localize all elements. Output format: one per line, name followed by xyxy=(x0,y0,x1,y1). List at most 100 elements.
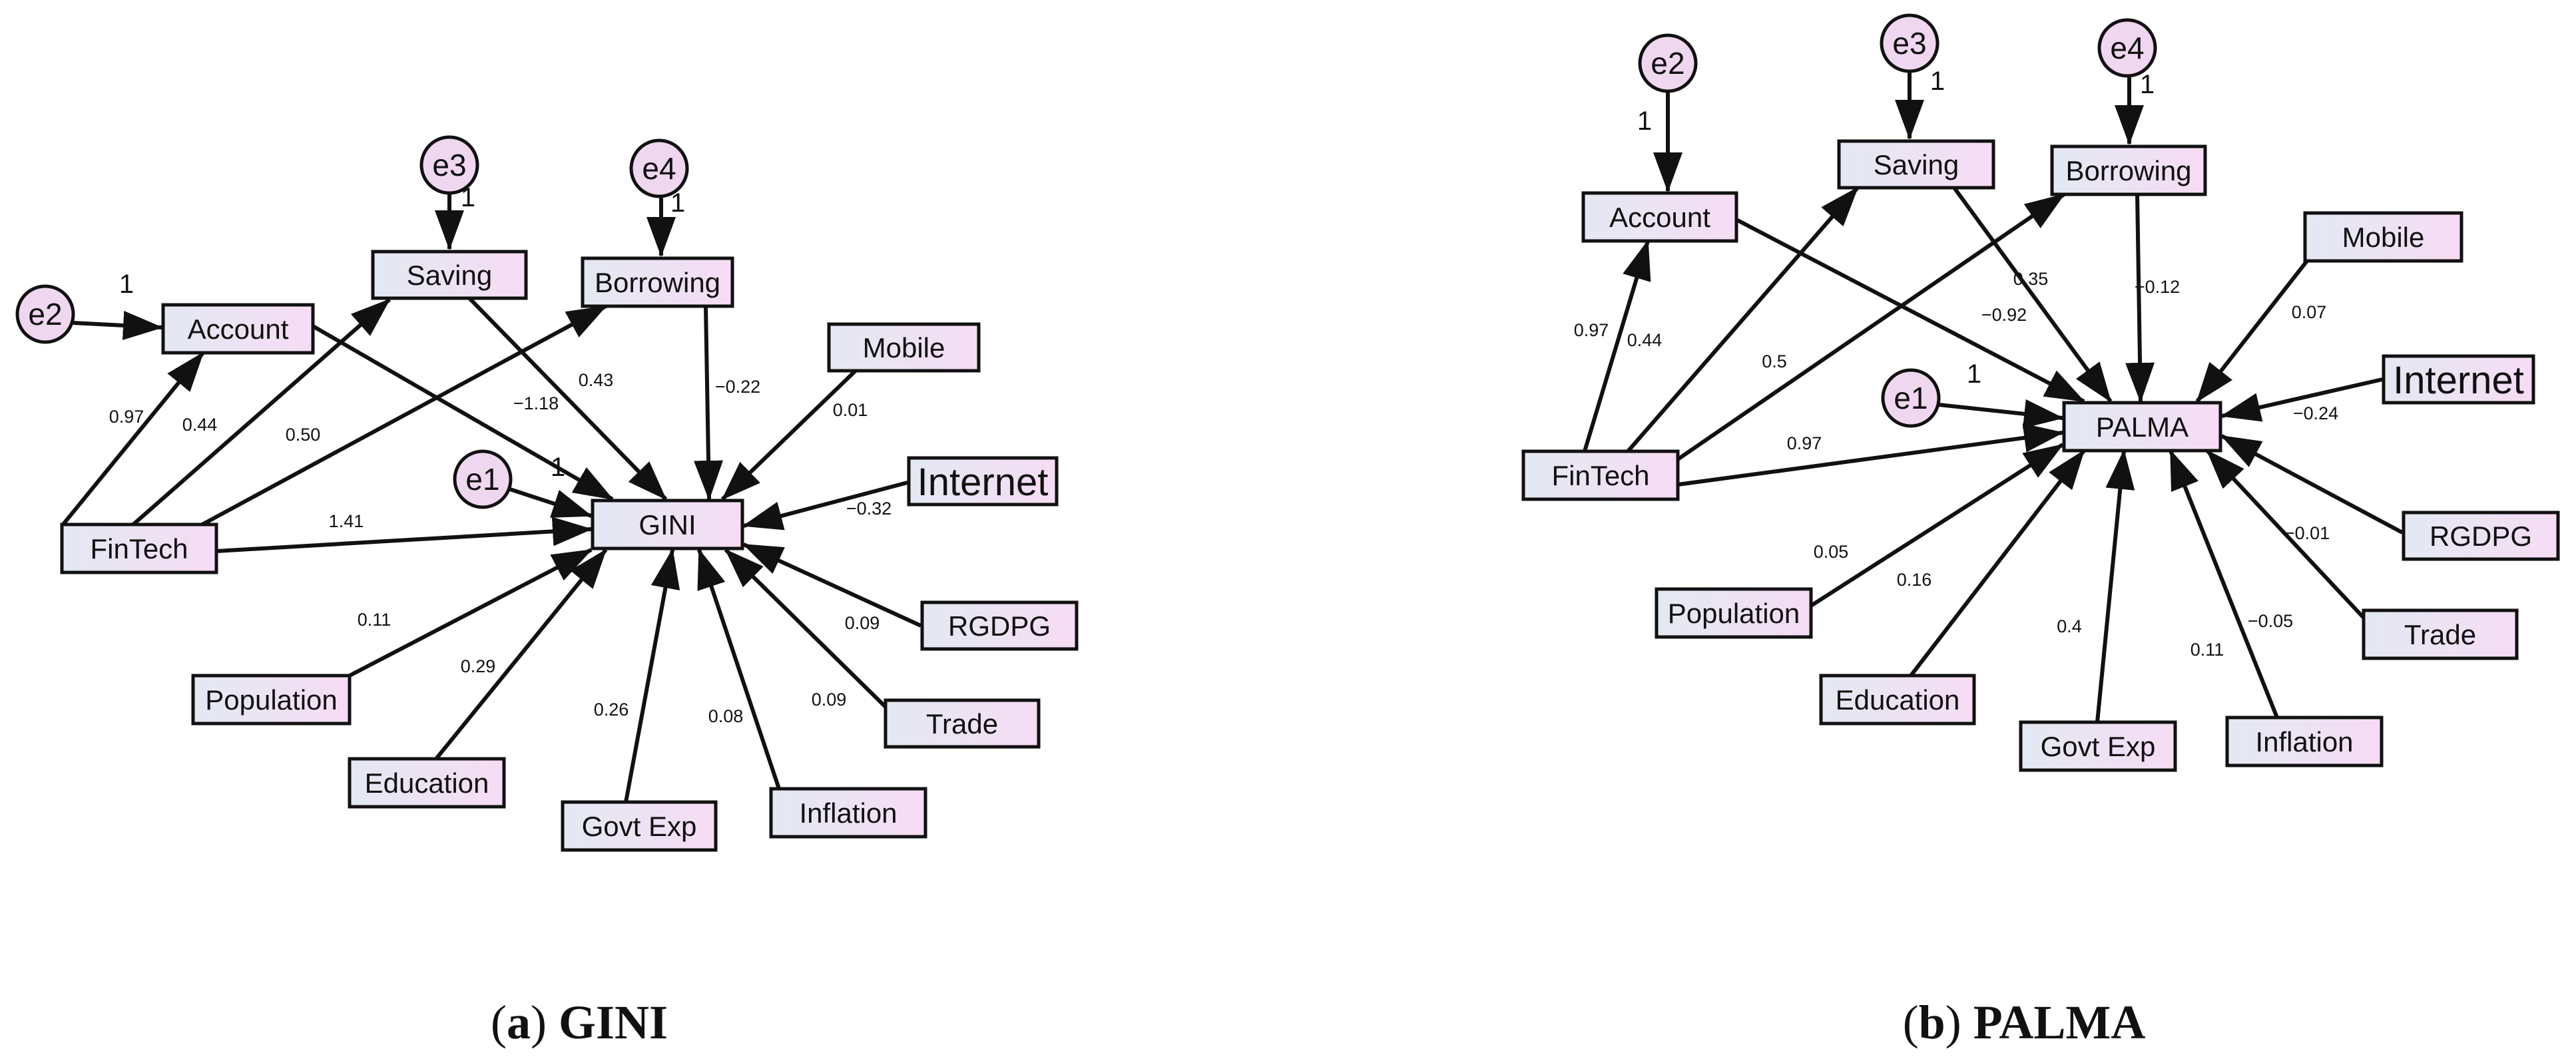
variable-label: Saving xyxy=(407,260,492,291)
coefficient-saving-to-outcome: 0.43 xyxy=(579,370,614,390)
variable-rgdpg: RGDPG xyxy=(2402,511,2560,561)
error-circle xyxy=(1638,33,1698,93)
variable-box xyxy=(371,250,528,300)
variable-box xyxy=(60,523,218,574)
panel-caption: (b) PALMA xyxy=(1903,996,2146,1049)
variable-label: Population xyxy=(1668,598,1800,629)
path-arrow-internet-to-outcome xyxy=(742,481,908,530)
error-term-e4: e41 xyxy=(629,138,689,218)
variable-box xyxy=(2050,144,2207,196)
coefficient-rgdpg-to-outcome: −0.01 xyxy=(2284,523,2330,543)
variable-box xyxy=(561,800,718,852)
error-label: e1 xyxy=(1894,381,1928,415)
variable-mobile: Mobile xyxy=(827,322,981,373)
coefficient-fintech-to-outcome: 1.41 xyxy=(329,511,364,531)
error-label: e2 xyxy=(28,297,62,331)
path-arrow-fintech-to-account xyxy=(60,351,205,527)
coefficient-population-to-outcome: 0.05 xyxy=(1814,542,1849,562)
variable-box xyxy=(884,698,1041,749)
path-arrow-inflation-to-outcome xyxy=(2169,449,2279,719)
caption-open-paren: ( xyxy=(1903,996,1919,1049)
coefficient-saving-to-outcome: 0.35 xyxy=(2013,269,2049,289)
path-arrow-saving-to-outcome xyxy=(467,296,668,501)
variable-label: Saving xyxy=(1874,149,1959,180)
error-circle xyxy=(453,449,513,509)
variable-borrowing: Borrowing xyxy=(2050,144,2207,196)
path-arrow-govtexp-to-outcome xyxy=(624,548,680,803)
error-label: e4 xyxy=(642,151,676,186)
coefficient-govtexp-to-outcome: 0.4 xyxy=(2057,616,2082,636)
coefficient-borrowing-to-outcome: −0.22 xyxy=(715,377,760,397)
path-arrow-rgdpg-to-outcome xyxy=(2220,434,2404,534)
error-weight-label: 1 xyxy=(670,188,685,218)
error-circle xyxy=(15,284,75,344)
path-arrow-borrowing-to-outcome xyxy=(2125,194,2155,403)
variable-label: GINI xyxy=(639,509,696,540)
error-label: e4 xyxy=(2110,31,2144,65)
variable-box xyxy=(769,787,927,839)
error-weight-label: 1 xyxy=(1637,106,1652,136)
variable-mobile: Mobile xyxy=(2303,211,2463,263)
error-term-e3: e31 xyxy=(1880,13,1945,96)
caption-close-paren: ) xyxy=(1945,996,1973,1049)
variable-box xyxy=(2019,720,2177,772)
error-arrow-e2 xyxy=(73,310,163,340)
path-arrow-trade-to-outcome xyxy=(2205,449,2366,620)
variable-label: Education xyxy=(365,767,489,799)
error-label: e3 xyxy=(1892,26,1926,61)
variable-label: Population xyxy=(205,684,338,716)
variable-trade: Trade xyxy=(2362,608,2519,660)
variable-box xyxy=(591,499,744,550)
error-weight-label: 1 xyxy=(2140,70,2155,99)
variable-label: Borrowing xyxy=(595,267,720,298)
path-arrow-mobile-to-outcome xyxy=(2195,260,2309,403)
variable-box xyxy=(2362,608,2519,660)
caption-letter: b xyxy=(1919,996,1945,1049)
variable-fintech: FinTech xyxy=(60,523,218,574)
variable-label: Internet xyxy=(2393,359,2524,402)
variable-box xyxy=(581,256,734,308)
coefficient-inflation-to-outcome: 0.11 xyxy=(2190,640,2224,660)
variable-inflation: Inflation xyxy=(769,787,927,839)
variable-box xyxy=(2303,211,2463,263)
error-weight-label: 1 xyxy=(119,270,134,299)
coefficient-education-to-outcome: 0.29 xyxy=(461,656,496,676)
error-arrow-e1 xyxy=(1938,399,2064,429)
variable-internet: Internet xyxy=(907,456,1059,507)
error-weight-label: 1 xyxy=(461,183,475,212)
caption-close-paren: ) xyxy=(531,996,559,1049)
path-arrow-borrowing-to-outcome xyxy=(694,306,723,501)
error-circle xyxy=(1881,368,1941,428)
variable-label: Trade xyxy=(2404,619,2476,650)
coefficient-fintech-to-saving: 0.44 xyxy=(182,415,218,435)
variable-label: FinTech xyxy=(1551,460,1649,491)
variable-box xyxy=(348,757,506,809)
variable-box xyxy=(2382,354,2535,405)
variable-population: Population xyxy=(191,674,352,726)
coefficient-account-to-outcome: −0.92 xyxy=(1981,305,2027,325)
path-arrow-fintech-to-outcome xyxy=(216,517,593,553)
coefficient-fintech-to-account: 0.97 xyxy=(109,407,144,427)
variable-internet: Internet xyxy=(2382,354,2535,405)
error-circle xyxy=(629,138,689,198)
caption-title: GINI xyxy=(559,996,668,1049)
coefficient-govtexp-to-outcome: 0.26 xyxy=(594,700,629,720)
coefficient-fintech-to-outcome: 0.97 xyxy=(1787,433,1822,453)
caption-open-paren: ( xyxy=(491,996,507,1049)
variable-label: Govt Exp xyxy=(2041,731,2156,762)
variable-education: Education xyxy=(348,757,506,809)
variable-saving: Saving xyxy=(371,250,528,300)
path-arrow-fintech-to-borrowing xyxy=(198,304,607,528)
error-label: e3 xyxy=(432,148,466,182)
error-label: e1 xyxy=(465,462,499,497)
variable-population: Population xyxy=(1655,587,1813,639)
path-arrow-fintech-to-outcome xyxy=(1677,423,2064,487)
coefficient-inflation-to-outcome: 0.08 xyxy=(708,706,744,726)
path-arrows xyxy=(60,193,922,803)
error-term-e3: e31 xyxy=(419,135,479,212)
